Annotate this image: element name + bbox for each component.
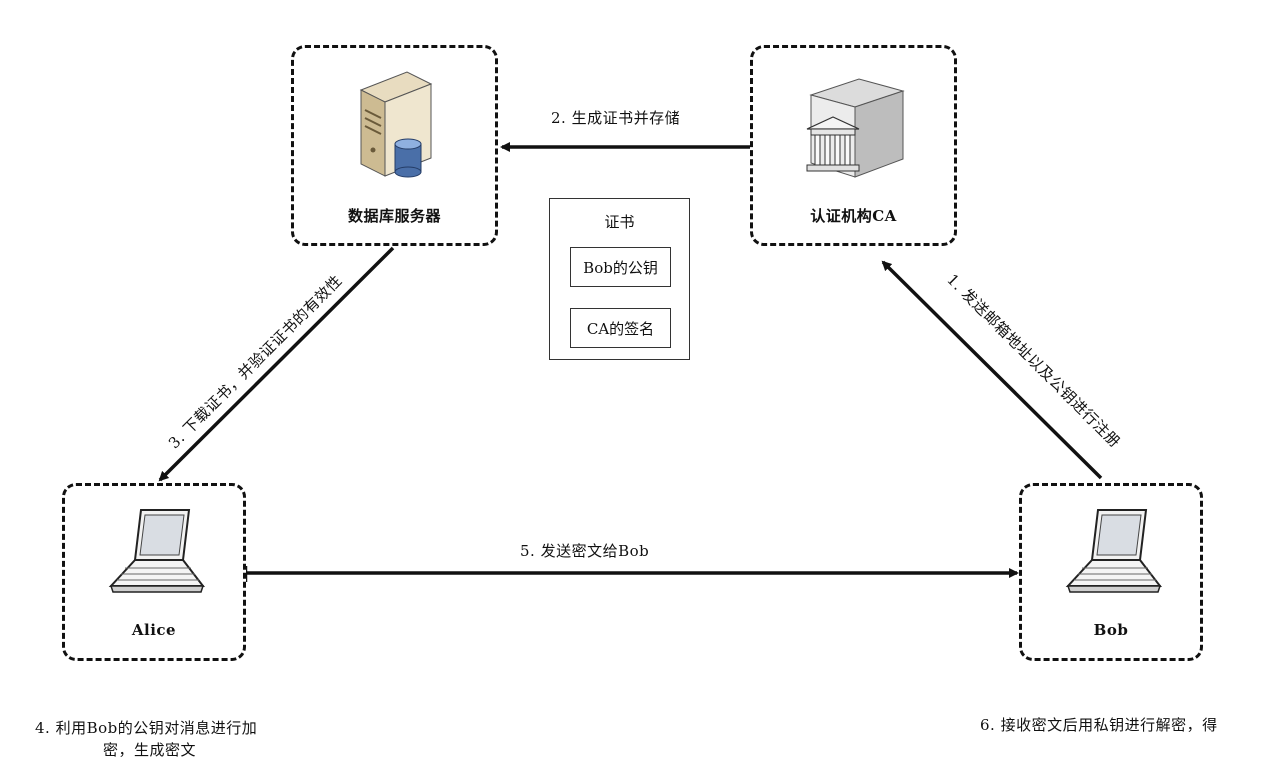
ca-node[interactable]: 认证机构CA <box>750 45 957 246</box>
alice-node[interactable]: Alice <box>62 483 246 661</box>
step4-note-line1: 4. 利用Bob的公钥对消息进行加 <box>35 719 258 737</box>
laptop-icon <box>1065 509 1162 593</box>
laptop-icon <box>108 509 205 593</box>
step6-note: 6. 接收密文后用私钥进行解密，得 <box>980 716 1218 734</box>
arrow-db-to-alice <box>158 246 395 482</box>
arrow-bob-to-ca <box>881 260 1103 480</box>
db-server-node[interactable]: 数据库服务器 <box>291 45 498 246</box>
certificate-public-key-field: Bob的公钥 <box>570 247 671 287</box>
edge-label-step5: 5. 发送密文给Bob <box>520 542 650 560</box>
db-server-label: 数据库服务器 <box>347 207 441 225</box>
bob-label: Bob <box>1093 621 1129 639</box>
certificate-box: 证书 Bob的公钥 CA的签名 <box>549 198 690 360</box>
step4-note: 4. 利用Bob的公钥对消息进行加 密，生成密文 <box>35 717 257 761</box>
step4-note-line2: 密，生成密文 <box>103 741 197 759</box>
edge-label-step2: 2. 生成证书并存储 <box>551 109 681 127</box>
certificate-authority-building-icon <box>806 78 905 178</box>
alice-label: Alice <box>131 621 177 639</box>
certificate-signature-field: CA的签名 <box>570 308 671 348</box>
ca-label: 认证机构CA <box>810 207 897 225</box>
bob-node[interactable]: Bob <box>1019 483 1203 661</box>
database-server-icon <box>359 71 433 178</box>
certificate-title: 证书 <box>604 213 635 231</box>
